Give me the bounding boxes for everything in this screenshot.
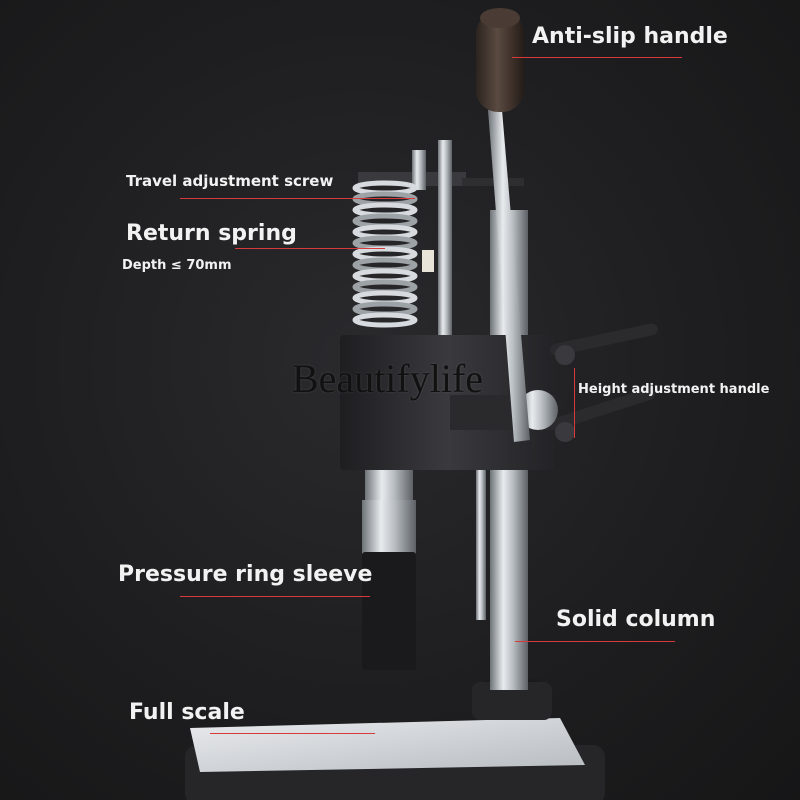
leader-line-return-spring — [235, 248, 385, 249]
pressure-ring-sleeve-body — [362, 500, 416, 670]
leader-line-solid-column — [515, 641, 675, 642]
label-travel-adjustment-screw: Travel adjustment screw — [126, 172, 334, 190]
label-return-spring: Return spring — [126, 221, 297, 246]
leader-line-pressure-ring-sleeve — [180, 596, 370, 597]
anti-slip-handle-knob — [476, 8, 524, 112]
ram-collar — [365, 470, 413, 502]
label-solid-column: Solid column — [556, 607, 716, 632]
label-depth: Depth ≤ 70mm — [122, 258, 232, 273]
label-full-scale: Full scale — [129, 700, 245, 725]
spring-coil — [352, 312, 418, 328]
return-spring — [352, 180, 418, 328]
base-plate — [190, 718, 585, 772]
watermark-text: Beautifylife — [292, 356, 484, 401]
leader-line-full-scale — [210, 733, 375, 734]
label-height-adjustment-handle: Height adjustment handle — [578, 382, 770, 397]
leader-line-travel-adjustment-screw — [180, 198, 415, 199]
lever-arm — [488, 110, 530, 442]
label-pressure-ring-sleeve: Pressure ring sleeve — [118, 562, 373, 587]
travel-screw-rods — [412, 140, 452, 340]
label-anti-slip-handle: Anti-slip handle — [532, 24, 728, 49]
guide-rod — [476, 470, 486, 620]
height-adjustment-levers — [549, 323, 658, 442]
leader-line-height-adjustment-handle — [574, 368, 575, 438]
leader-line-anti-slip-handle — [512, 57, 682, 58]
